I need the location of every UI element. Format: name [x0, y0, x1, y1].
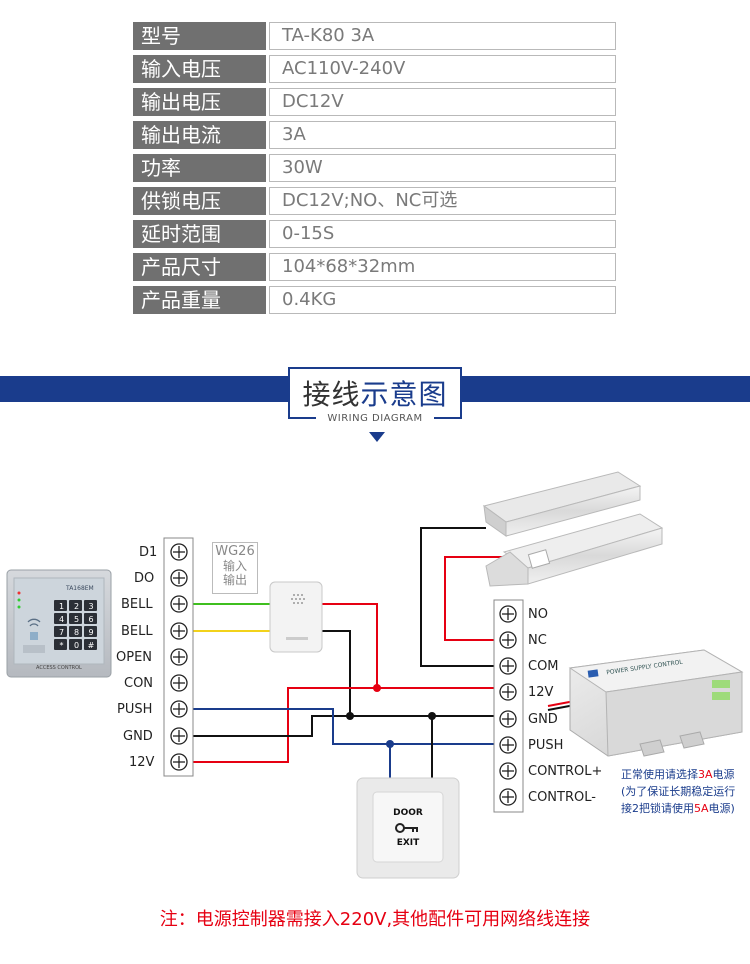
- doorbell-device: [269, 581, 323, 653]
- terminal-label-12v: 12V: [129, 755, 155, 770]
- wire-bell-red: [322, 603, 378, 688]
- section-title-accent: 示意图: [360, 378, 448, 411]
- terminal-label-push: PUSH: [117, 702, 153, 717]
- note-line1-a: 正常使用请选择: [621, 768, 698, 781]
- keypad-model: TA168EM: [66, 585, 94, 592]
- spec-key: 延时范围: [133, 220, 266, 248]
- terminal-label-control-minus: CONTROL-: [528, 790, 596, 805]
- exit-door-label: DOOR: [393, 808, 423, 818]
- wire-12v: [192, 687, 496, 763]
- spec-key: 输出电压: [133, 88, 266, 116]
- footer-note: 注：电源控制器需接入220V,其他配件可用网络线连接: [159, 909, 591, 930]
- terminal-label-gnd-right: GND: [528, 712, 558, 727]
- wire-bell-black: [322, 630, 351, 716]
- spec-key: 功率: [133, 154, 266, 182]
- wire-nc: [444, 556, 522, 641]
- spec-value: DC12V;NO、NC可选: [269, 187, 616, 215]
- left-terminal-block: [163, 537, 194, 777]
- spec-row: 输入电压 AC110V-240V: [133, 55, 616, 83]
- key-hash: #: [87, 641, 95, 650]
- keypad-device: [6, 569, 112, 678]
- spec-value: 104*68*32mm: [269, 253, 616, 281]
- terminal-label-control-plus: CONTROL+: [528, 764, 603, 779]
- spec-value: 0.4KG: [269, 286, 616, 314]
- spec-row: 输出电流 3A: [133, 121, 616, 149]
- power-supply-device: [568, 649, 744, 757]
- spec-value: 3A: [269, 121, 616, 149]
- wg26-box: WG26 输入 输出: [212, 542, 258, 594]
- terminal-label-do: DO: [134, 571, 155, 586]
- spec-row: 产品重量 0.4KG: [133, 286, 616, 314]
- spec-row: 产品尺寸 104*68*32mm: [133, 253, 616, 281]
- power-supply-note: 正常使用请选择3A电源 (为了保证长期稳定运行 接2把锁请使用5A电源): [621, 766, 735, 817]
- terminal-label-com: COM: [528, 659, 559, 674]
- spec-row: 供锁电压 DC12V;NO、NC可选: [133, 187, 616, 215]
- terminal-label-bell-2: BELL: [121, 624, 153, 639]
- key-6: 6: [88, 615, 94, 624]
- terminal-label-con: CON: [124, 676, 154, 691]
- terminal-label-no: NO: [528, 607, 548, 622]
- key-8: 8: [73, 628, 80, 637]
- spec-value: 0-15S: [269, 220, 616, 248]
- key-2: 2: [73, 602, 80, 611]
- key-3: 3: [88, 602, 94, 611]
- note-line3-c: 电源): [708, 802, 735, 815]
- spec-row: 延时范围 0-15S: [133, 220, 616, 248]
- terminal-label-open: OPEN: [116, 650, 153, 665]
- key-7: 7: [58, 628, 65, 637]
- section-title: 接线示意图: [290, 373, 460, 413]
- spec-key: 产品尺寸: [133, 253, 266, 281]
- terminal-label-nc: NC: [528, 633, 547, 648]
- spec-row: 型号 TA-K80 3A: [133, 22, 616, 50]
- key-4: 4: [58, 615, 65, 624]
- wire-push: [192, 708, 496, 745]
- spec-value: 30W: [269, 154, 616, 182]
- spec-key: 输出电流: [133, 121, 266, 149]
- terminal-label-bell-1: BELL: [121, 597, 153, 612]
- terminal-label-gnd: GND: [123, 729, 153, 744]
- wire-com: [420, 527, 496, 667]
- section-title-plain: 接线: [302, 378, 361, 411]
- note-line3-b: 5A: [694, 802, 709, 815]
- key-5: 5: [73, 615, 80, 624]
- exit-button-device: [356, 777, 460, 879]
- spec-row: 输出电压 DC12V: [133, 88, 616, 116]
- note-line2: (为了保证长期稳定运行: [621, 785, 736, 798]
- spec-key: 型号: [133, 22, 266, 50]
- key-9: 9: [88, 628, 94, 637]
- key-1: 1: [58, 602, 65, 611]
- spec-value: AC110V-240V: [269, 55, 616, 83]
- section-title-box: 接线示意图: [288, 367, 462, 419]
- section-subtitle: WIRING DIAGRAM: [316, 413, 434, 424]
- exit-exit-label: EXIT: [396, 838, 420, 848]
- terminal-label-12v-right: 12V: [528, 685, 554, 700]
- spec-key: 供锁电压: [133, 187, 266, 215]
- key-star: *: [59, 641, 64, 650]
- key-icon: [395, 823, 418, 833]
- terminal-label-d1: D1: [139, 545, 158, 560]
- down-arrow-icon: [369, 432, 385, 442]
- spec-value: DC12V: [269, 88, 616, 116]
- right-terminal-block: [493, 599, 524, 813]
- note-line1-c: 电源: [712, 768, 735, 781]
- wire-gnd: [192, 715, 496, 737]
- note-line1-b: 3A: [698, 768, 713, 781]
- wg26-output: 输出: [222, 573, 247, 587]
- spec-value: TA-K80 3A: [269, 22, 616, 50]
- magnetic-lock-device: [482, 471, 664, 587]
- key-0: 0: [73, 641, 80, 650]
- note-line3-a: 接2把锁请使用: [621, 802, 694, 815]
- wg26-input: 输入: [222, 559, 247, 573]
- spec-row: 功率 30W: [133, 154, 616, 182]
- terminal-label-push-right: PUSH: [528, 738, 564, 753]
- spec-key: 输入电压: [133, 55, 266, 83]
- spec-key: 产品重量: [133, 286, 266, 314]
- wg26-title: WG26: [215, 544, 255, 559]
- keypad-caption: ACCESS CONTROL: [36, 665, 82, 671]
